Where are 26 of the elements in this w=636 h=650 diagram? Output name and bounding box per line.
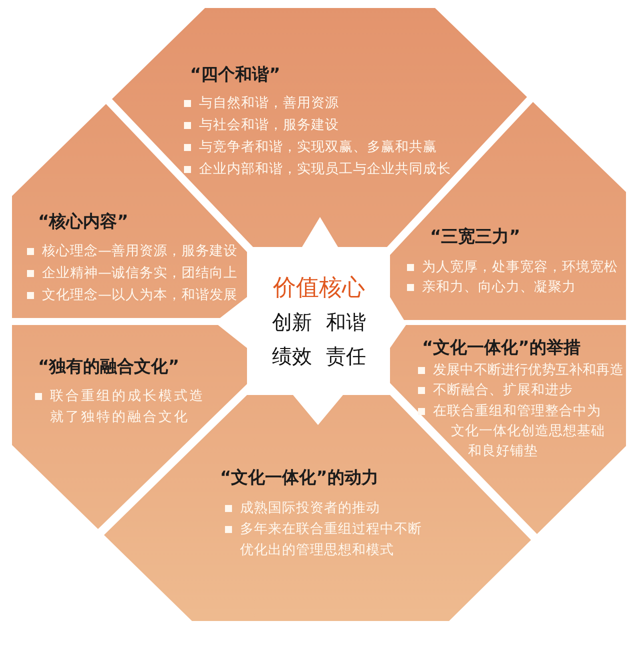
bullet-text: 核心理念—善用资源，服务建设 bbox=[42, 242, 238, 260]
section-heading: “三宽三力” bbox=[430, 226, 520, 248]
section-heading: “文化一体化”的举措 bbox=[422, 337, 580, 359]
bullet-text: 与社会和谐，服务建设 bbox=[199, 116, 339, 134]
section-heading: “文化一体化”的动力 bbox=[220, 467, 378, 489]
bullet-text: 与竞争者和谐，实现双赢、多赢和共赢 bbox=[199, 138, 437, 156]
bullet-text: 与自然和谐，善用资源 bbox=[199, 94, 339, 112]
bullet-text: 在联合重组和管理整合中为文化一体化创造思想基础和良好铺垫 bbox=[433, 402, 606, 461]
value-word: 创新 bbox=[272, 310, 312, 334]
bullet-text: 企业内部和谐，实现员工与企业共同成长 bbox=[199, 160, 451, 178]
section-heading: “核心内容” bbox=[38, 211, 128, 233]
value-word: 责任 bbox=[326, 344, 366, 368]
bullet-text: 为人宽厚，处事宽容，环境宽松 bbox=[422, 258, 618, 276]
section-heading: “独有的融合文化” bbox=[38, 356, 180, 378]
bullet-text: 发展中不断进行优势互补和再造 bbox=[433, 360, 624, 380]
value-word: 绩效 bbox=[272, 344, 312, 368]
bullet-text: 联合重组的成长模式造就了独特的融合文化 bbox=[50, 386, 206, 426]
bullet-text: 亲和力、向心力、凝聚力 bbox=[422, 278, 576, 296]
bullet-text: 企业精神—诚信务实，团结向上 bbox=[42, 264, 238, 282]
bullet-text: 文化理念—以人为本，和谐发展 bbox=[42, 286, 238, 304]
bullet-text: 成熟国际投资者的推动 bbox=[240, 498, 380, 518]
section-heading: “四个和谐” bbox=[190, 64, 280, 86]
bullet-text: 多年来在联合重组过程中不断优化出的管理思想和模式 bbox=[240, 520, 423, 560]
center-heading: 价值核心 bbox=[273, 274, 365, 302]
value-word: 和谐 bbox=[326, 310, 366, 334]
bullet-text: 不断融合、扩展和进步 bbox=[433, 380, 573, 400]
